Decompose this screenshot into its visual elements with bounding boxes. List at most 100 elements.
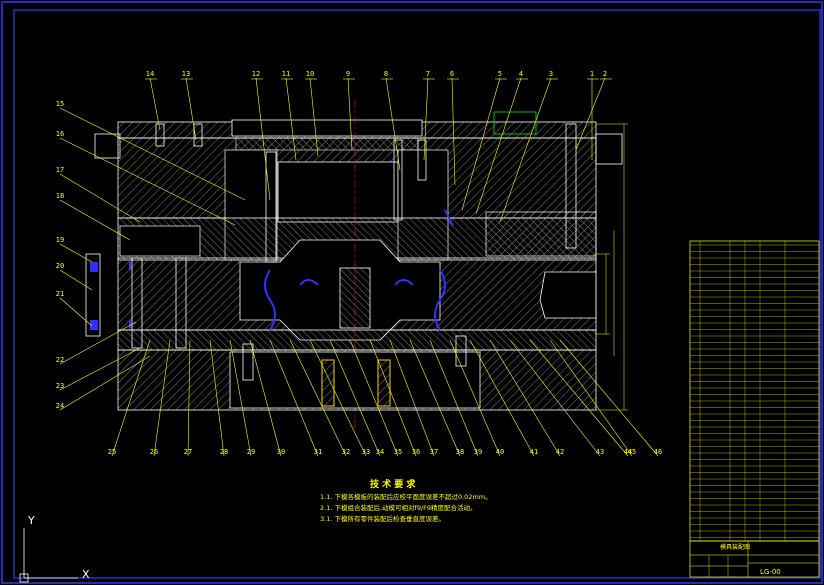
leader-16 — [59, 137, 236, 226]
leader-19 — [59, 243, 93, 263]
leader-22 — [59, 321, 137, 365]
leader-11 — [285, 77, 297, 161]
leader-18 — [59, 199, 131, 241]
top-gate — [493, 111, 537, 135]
right-ear — [595, 133, 623, 165]
title-block-drawing-no: LG-00 — [760, 568, 781, 576]
left-ear — [94, 133, 121, 159]
leader-31 — [269, 339, 319, 457]
leader-3 — [499, 77, 552, 223]
callout-16: 16 — [56, 130, 64, 138]
tech-req-title: 技 术 要 求 — [370, 478, 416, 490]
leader-37 — [389, 339, 435, 457]
callout-36: 36 — [412, 448, 420, 456]
callout-6: 6 — [450, 70, 454, 78]
title-block[interactable]: 模具装配图 LG-00 — [689, 540, 820, 578]
leader-12 — [255, 77, 271, 201]
mold-assembly[interactable] — [85, 100, 628, 430]
callout-27: 27 — [184, 448, 192, 456]
callout-28: 28 — [220, 448, 228, 456]
leader-10 — [309, 77, 319, 157]
callout-39: 39 — [474, 448, 482, 456]
leader-13 — [185, 77, 197, 141]
leader-23 — [59, 347, 141, 391]
guide-pins — [131, 123, 577, 381]
spring-right — [377, 359, 391, 407]
callout-1: 1 — [590, 70, 594, 78]
callout-12: 12 — [252, 70, 260, 78]
ucs-x-label: X — [82, 568, 90, 581]
callout-15: 15 — [56, 100, 64, 108]
callout-9: 9 — [346, 70, 350, 78]
callout-17: 17 — [56, 166, 64, 174]
callout-2: 2 — [603, 70, 607, 78]
spring-left — [321, 359, 335, 407]
title-block-name: 模具装配图 — [720, 543, 750, 551]
leader-46 — [559, 339, 659, 457]
leader-7 — [423, 77, 429, 161]
callout-32: 32 — [342, 448, 350, 456]
leader-33 — [309, 339, 367, 457]
callout-29: 29 — [247, 448, 255, 456]
leader-32 — [289, 339, 347, 457]
callout-45: 45 — [628, 448, 636, 456]
leader-38 — [409, 339, 461, 457]
leader-6 — [451, 77, 456, 186]
callout-19: 19 — [56, 236, 64, 244]
seal-rings — [129, 209, 454, 331]
callout-26: 26 — [150, 448, 158, 456]
technical-requirements: 技 术 要 求 1.1. 下模各模板的装配后应校平面度误差不超过0.02mm。 … — [320, 478, 492, 523]
leader-4 — [475, 77, 522, 215]
leader-26 — [153, 339, 171, 457]
callout-30: 30 — [277, 448, 285, 456]
callout-18: 18 — [56, 192, 64, 200]
leader-39 — [429, 339, 479, 457]
callout-43: 43 — [596, 448, 604, 456]
callout-40: 40 — [496, 448, 504, 456]
leader-17 — [59, 173, 141, 223]
callout-3: 3 — [549, 70, 553, 78]
leader-2 — [575, 77, 606, 151]
dimension-lines — [596, 123, 628, 411]
callout-41: 41 — [530, 448, 538, 456]
leader-20 — [59, 269, 93, 291]
side-clamp — [85, 253, 101, 337]
callout-5: 5 — [498, 70, 502, 78]
leader-43 — [509, 339, 601, 457]
leader-25 — [111, 339, 151, 457]
leader-42 — [489, 339, 561, 457]
tech-req-item-1: 1.1. 下模各模板的装配后应校平面度误差不超过0.02mm。 — [320, 492, 492, 501]
sheet-inner-border — [13, 9, 821, 579]
callout-13: 13 — [182, 70, 190, 78]
callout-22: 22 — [56, 356, 64, 364]
callout-35: 35 — [394, 448, 402, 456]
callout-7: 7 — [426, 70, 430, 78]
leader-lines — [59, 77, 659, 457]
leader-29 — [229, 339, 252, 457]
callout-44: 44 — [624, 448, 632, 456]
leader-45 — [549, 339, 633, 457]
leader-30 — [249, 339, 282, 457]
leader-41 — [469, 339, 535, 457]
leader-9 — [347, 77, 353, 151]
callout-25: 25 — [108, 448, 116, 456]
leader-14 — [149, 77, 161, 131]
leader-28 — [209, 339, 225, 457]
leader-35 — [349, 339, 399, 457]
ucs-y-label: Y — [27, 514, 35, 527]
bom-table[interactable] — [689, 240, 820, 542]
callout-8: 8 — [384, 70, 388, 78]
leader-15 — [59, 107, 246, 201]
callout-21: 21 — [56, 290, 64, 298]
callout-42: 42 — [556, 448, 564, 456]
leader-8 — [385, 77, 401, 171]
leader-24 — [59, 355, 151, 411]
callout-10: 10 — [306, 70, 314, 78]
callout-33: 33 — [362, 448, 370, 456]
leader-44 — [529, 339, 629, 457]
leader-5 — [461, 77, 501, 211]
callout-4: 4 — [519, 70, 523, 78]
leader-40 — [449, 339, 501, 457]
